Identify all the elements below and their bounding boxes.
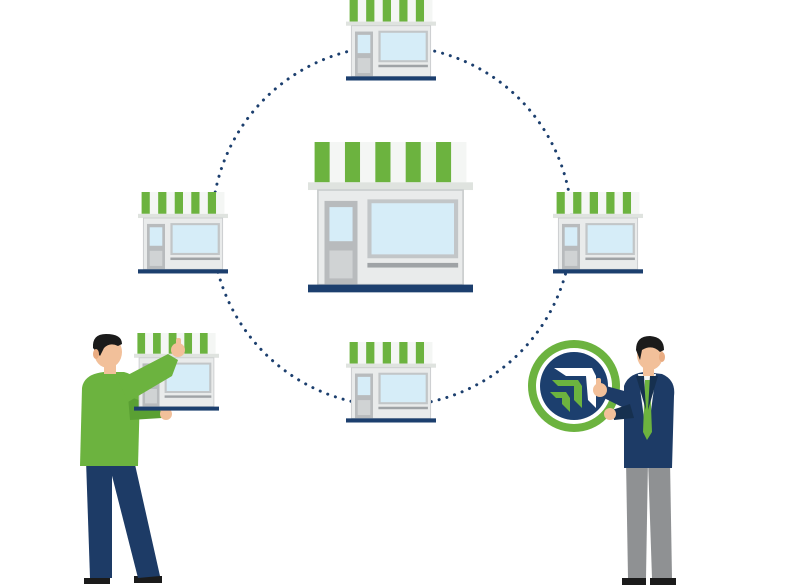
store-top: [345, 0, 437, 81]
store-bottom: [345, 341, 437, 423]
person-suit: [622, 336, 676, 585]
person-suit-arms: [593, 378, 634, 420]
store-right: [552, 191, 644, 274]
person-green-shirt: [80, 334, 172, 584]
person-green-shirt-raised-arm: [118, 338, 185, 402]
arrows-logo-emblem: [528, 340, 620, 432]
store-center: [307, 141, 474, 294]
store-left: [137, 191, 229, 274]
